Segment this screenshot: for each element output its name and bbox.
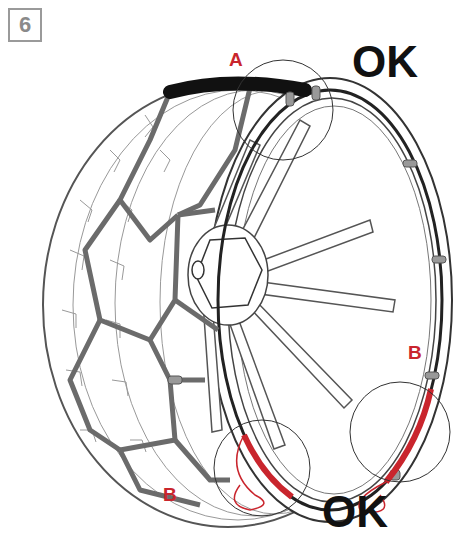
chain-band	[170, 83, 305, 92]
rim-inner	[237, 106, 431, 494]
hub-disc	[188, 225, 268, 325]
step-number: 6	[19, 14, 31, 36]
chain-cable	[218, 90, 442, 510]
detail-circles	[214, 60, 450, 516]
hub-bolt	[192, 261, 204, 279]
chain-net	[70, 88, 250, 505]
hub-hexagon	[196, 238, 262, 308]
status-text: OK	[352, 40, 418, 84]
callout-letter: B	[163, 485, 177, 504]
step-number-box: 6	[8, 8, 42, 42]
callout-letter: B	[408, 343, 422, 362]
callout-letter: A	[229, 50, 243, 69]
cable-connectors	[168, 86, 446, 480]
status-text: OK	[322, 490, 388, 534]
